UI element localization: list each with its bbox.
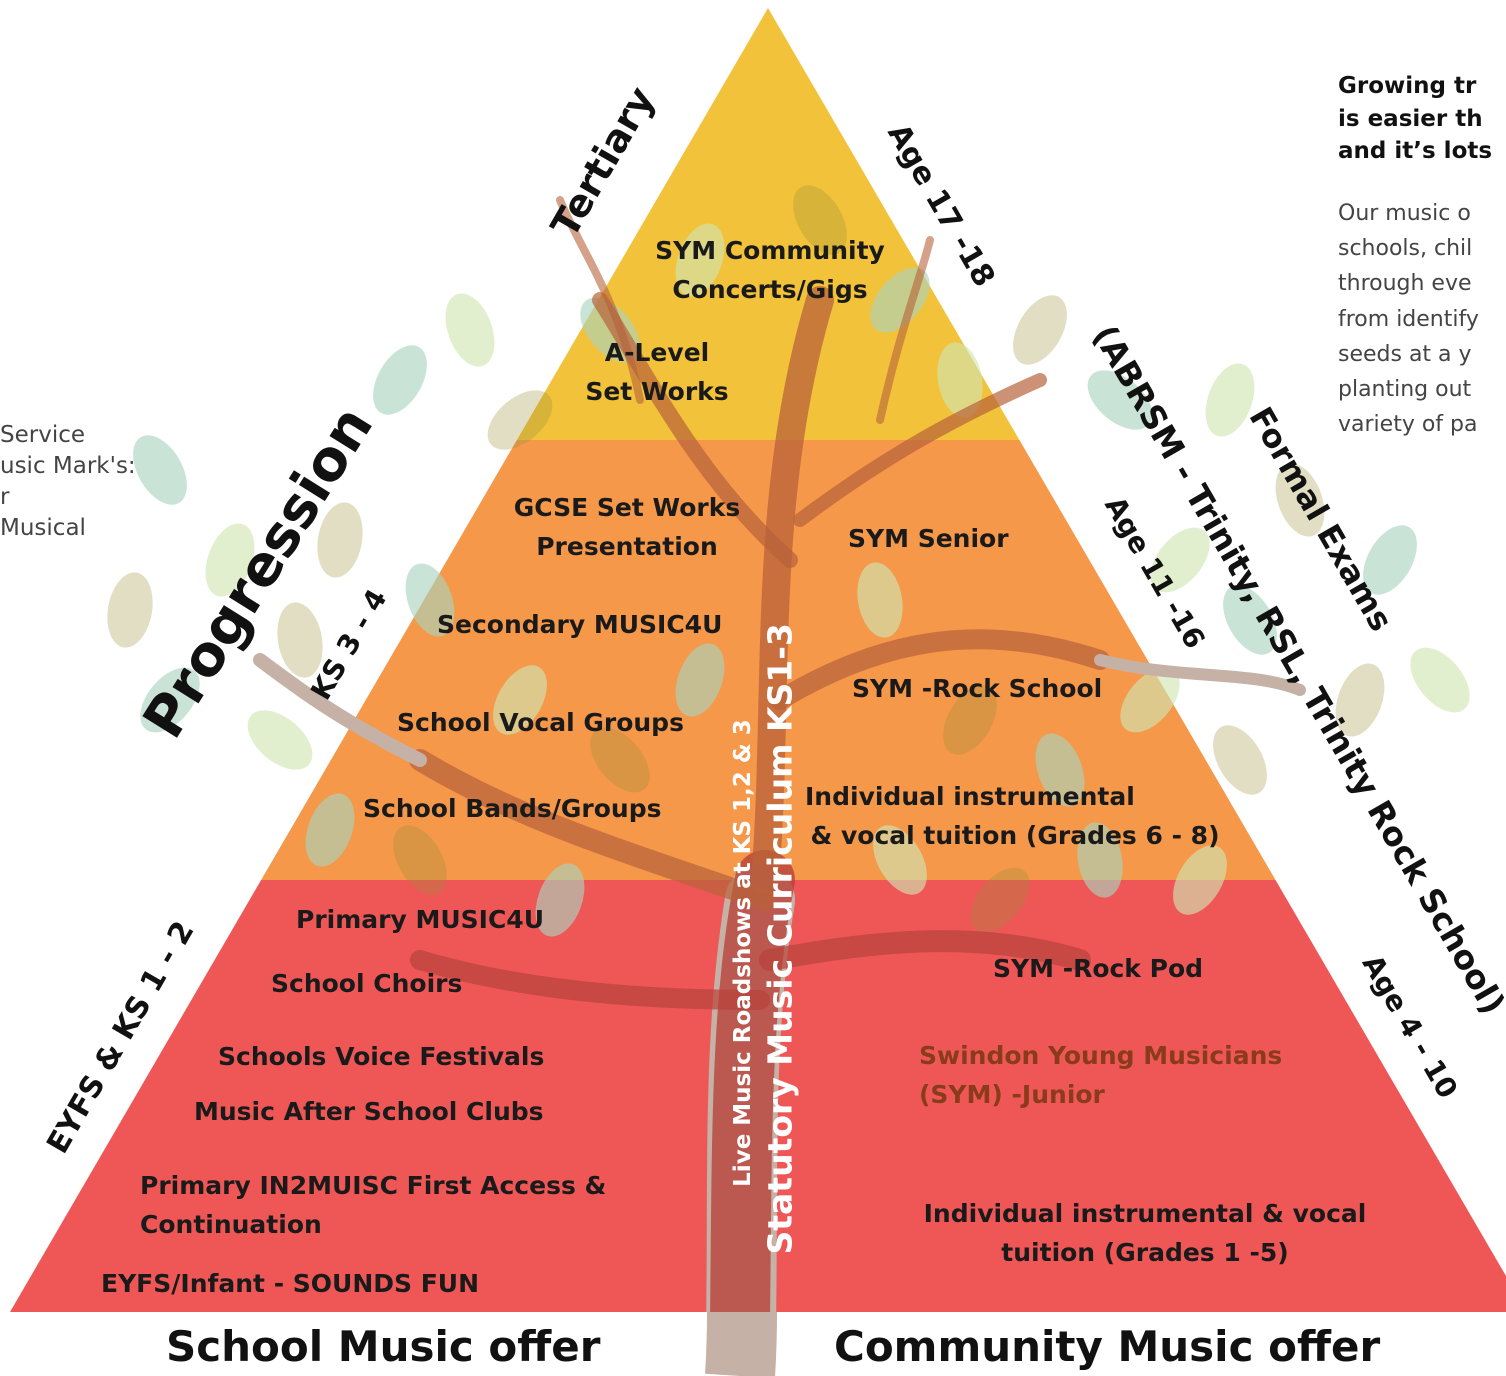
item-rock-pod: SYM -Rock Pod (993, 954, 1204, 983)
item-sym-senior: SYM Senior (848, 524, 1009, 553)
tree-leaves (107, 185, 1470, 937)
leaf-shape (205, 523, 255, 597)
blurb-heading: Growing tr is easier th and it’s lots (1338, 73, 1493, 165)
item-school-choirs: School Choirs (271, 969, 463, 998)
item-primary-music4u: Primary MUSIC4U (296, 905, 544, 934)
leaf-shape (373, 345, 427, 415)
leaf-shape (305, 793, 355, 867)
leaf-shape (1363, 525, 1417, 595)
leaf-shape (393, 825, 447, 895)
leaf-shape (1150, 527, 1210, 593)
side-note-line: r (0, 484, 10, 510)
leaf-shape (675, 223, 725, 297)
leaf-shape (1087, 370, 1153, 430)
intro-blurb: Growing tr is easier th and it’s lots Ou… (1338, 70, 1506, 442)
item-tuition-6-8: Individual instrumental & vocal tuition … (805, 782, 1220, 850)
leaf-shape (1035, 733, 1085, 807)
item-secondary-music4u: Secondary MUSIC4U (437, 610, 723, 639)
leaf-shape (1213, 725, 1267, 795)
leaf-shape (873, 825, 927, 895)
tree-trunk (253, 196, 1306, 1376)
leaf-shape (247, 710, 313, 770)
leaf-shape (590, 727, 650, 793)
item-gcse: GCSE Set Works Presentation (513, 493, 741, 561)
item-tuition-1-5: Individual instrumental & vocal tuition … (923, 1199, 1367, 1267)
leaf-shape (937, 342, 983, 418)
leaf-shape (1013, 295, 1067, 365)
footer-school-offer: School Music offer (166, 1322, 601, 1371)
item-voice-festivals: Schools Voice Festivals (218, 1042, 545, 1071)
leaf-shape (1223, 585, 1277, 655)
leaf-shape (133, 435, 187, 505)
item-sym-rock-school: SYM -Rock School (852, 674, 1103, 703)
leaf-shape (1410, 647, 1470, 713)
label-statutory: Statutory Music Curriculum KS1-3 (760, 623, 800, 1255)
side-note-line: Musical (0, 515, 86, 541)
leaf-shape (970, 867, 1030, 933)
item-a-level: A-Level Set Works (585, 338, 729, 406)
leaf-shape (317, 502, 363, 578)
leaf-shape (1120, 667, 1180, 733)
side-note-line: usic Mark's: (0, 453, 136, 479)
leaf-shape (1275, 463, 1325, 537)
leaf-shape (405, 563, 455, 637)
item-vocal-groups: School Vocal Groups (397, 708, 684, 737)
leaf-shape (107, 572, 153, 648)
footer-community-offer: Community Music offer (834, 1322, 1381, 1371)
leaf-shape (943, 685, 997, 755)
item-sym-community: SYM Community Concerts/Gigs (655, 236, 885, 304)
item-in2music: Primary IN2MUISC First Access & Continua… (140, 1171, 607, 1239)
leaf-shape (277, 602, 323, 678)
leaf-shape (675, 643, 725, 717)
blurb-body: Our music o schools, chil through eve fr… (1338, 200, 1479, 438)
label-roadshows: Live Music Roadshows at KS 1,2 & 3 (730, 719, 756, 1187)
leaf-shape (535, 863, 585, 937)
leaf-shape (793, 185, 847, 255)
side-note: Service usic Mark's: r Musical (0, 420, 190, 544)
leaf-shape (1335, 663, 1385, 737)
item-sounds-fun: EYFS/Infant - SOUNDS FUN (101, 1269, 480, 1298)
leaf-shape (445, 293, 495, 367)
side-note-line: Service (0, 422, 86, 448)
item-bands: School Bands/Groups (363, 794, 662, 823)
item-sym-junior: Swindon Young Musicians (SYM) -Junior (919, 1041, 1283, 1109)
item-after-school: Music After School Clubs (194, 1097, 544, 1126)
leaf-shape (140, 667, 200, 733)
leaf-shape (1173, 845, 1227, 915)
leaf-shape (1205, 363, 1255, 437)
leaf-shape (487, 390, 553, 450)
leaf-shape (857, 562, 903, 638)
leaf-shape (493, 665, 547, 735)
leaf-shape (1077, 822, 1123, 898)
